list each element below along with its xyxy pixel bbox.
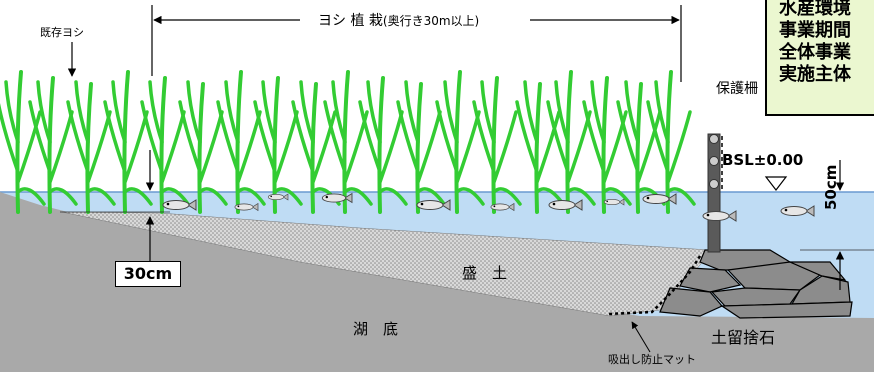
depth-30-label: 30cm: [115, 261, 181, 287]
info-line-2: 事業期間: [779, 20, 851, 41]
fish-group: [162, 192, 815, 222]
suction-prevention-mat: [607, 255, 702, 316]
fish: [603, 198, 625, 206]
fence-label: 保護柵: [716, 81, 758, 97]
fish: [416, 199, 451, 211]
info-line-3: 全体事業: [779, 42, 851, 63]
info-line-1: 水産環境: [779, 0, 851, 19]
reed-plant: [103, 70, 153, 214]
fill-soil-label: 盛 土: [462, 264, 508, 282]
bsl-label: BSL±0.00: [722, 151, 804, 169]
lakebed-ground: [0, 192, 874, 372]
reed-plant: [0, 70, 46, 214]
stones-label: 土留捨石: [711, 328, 776, 347]
water-level-triangle: [764, 176, 788, 191]
fish: [321, 192, 353, 204]
reed-plant: [291, 80, 341, 214]
planting-label-note: (奥行き30m以上): [382, 14, 480, 28]
lakebed-label: 湖 底: [353, 320, 399, 338]
reed-plant: [646, 70, 696, 214]
mat-label: 吸出し防止マット: [608, 353, 696, 366]
reed-plant: [435, 70, 485, 214]
fence-post: [707, 133, 721, 253]
reed-plant: [472, 76, 522, 214]
fish: [490, 202, 515, 212]
fish: [548, 199, 583, 211]
reed-plant: [253, 76, 303, 214]
reed-plant: [28, 76, 78, 214]
reed-plant: [323, 70, 373, 214]
info-box: 水産環境 事業期間 全体事業 実施主体: [765, 0, 874, 116]
fish: [642, 193, 677, 205]
fish: [780, 205, 815, 217]
existing-reeds-label: 既存ヨシ: [40, 26, 84, 39]
fish: [702, 210, 737, 222]
reed-plant: [396, 80, 446, 214]
reed-plant: [358, 76, 408, 214]
fish: [234, 202, 259, 212]
planting-label: ヨシ 植 栽(奥行き30m以上): [318, 10, 479, 30]
fish: [162, 199, 197, 211]
depth-50-label: 50cm: [822, 164, 840, 210]
fish: [267, 193, 289, 201]
planting-label-main: ヨシ 植 栽: [318, 13, 383, 29]
reed-plant: [582, 76, 632, 214]
reed-plant: [546, 70, 596, 214]
reed-group: [0, 70, 696, 214]
info-line-4: 実施主体: [779, 64, 851, 85]
retaining-stones: [659, 249, 853, 319]
fill-soil: [61, 211, 711, 317]
reed-plant: [216, 70, 266, 214]
